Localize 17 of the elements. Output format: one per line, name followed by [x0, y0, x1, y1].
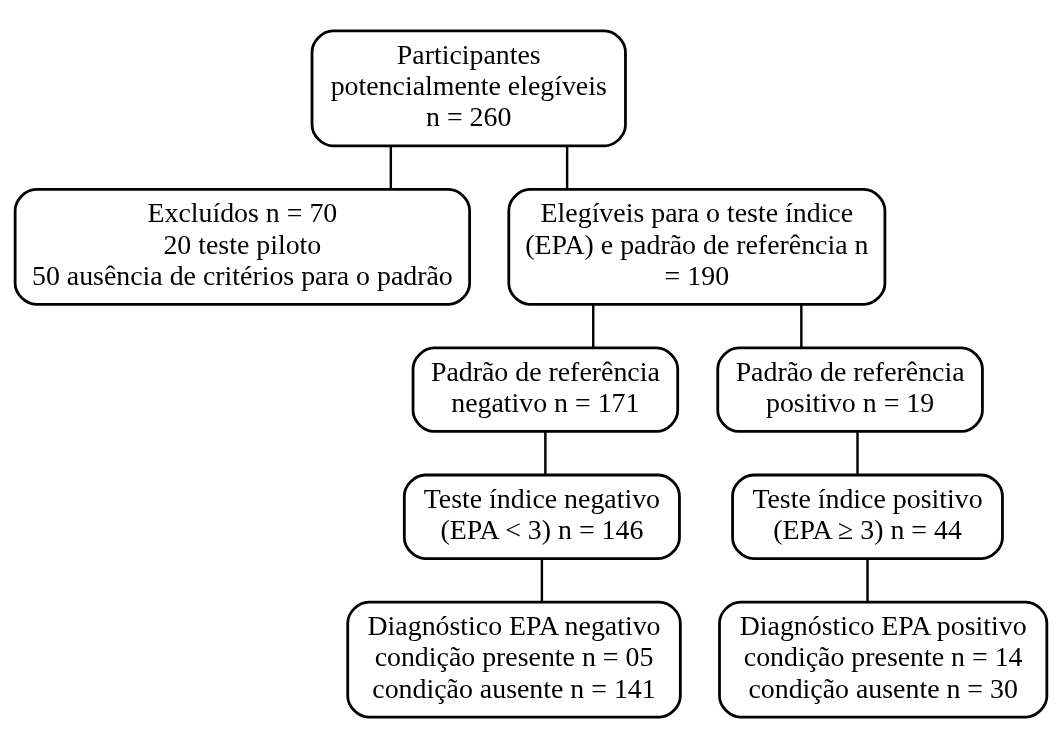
- connector: [544, 431, 547, 474]
- connector: [856, 431, 859, 474]
- connector: [592, 304, 595, 347]
- node-box: Diagnóstico EPA negativo condição presente n = 05 condição ausente n = 141: [346, 600, 682, 718]
- connector: [565, 145, 569, 189]
- connector: [540, 558, 544, 602]
- node-box: Padrão de referência negativo n = 171: [411, 346, 680, 433]
- node-box: Elegíveis para o teste índice (EPA) e padrão de referência n = 190: [507, 187, 887, 306]
- connector: [389, 145, 393, 189]
- node-box: Participantes potencialmente elegíveis n = 260: [310, 29, 627, 147]
- node-box: Teste índice negativo (EPA < 3) n = 146: [402, 473, 681, 560]
- node-box: Teste índice positivo (EPA ≥ 3) n = 44: [731, 473, 1004, 560]
- node-box: Padrão de referência positivo n = 19: [716, 346, 984, 433]
- node-box: Excluídos n = 70 20 teste piloto 50 ausência de critérios para o padrão: [13, 187, 471, 306]
- connector: [800, 304, 803, 347]
- node-box: Diagnóstico EPA positivo condição presente n = 14 condição ausente n = 30: [718, 600, 1049, 718]
- connector: [866, 558, 869, 602]
